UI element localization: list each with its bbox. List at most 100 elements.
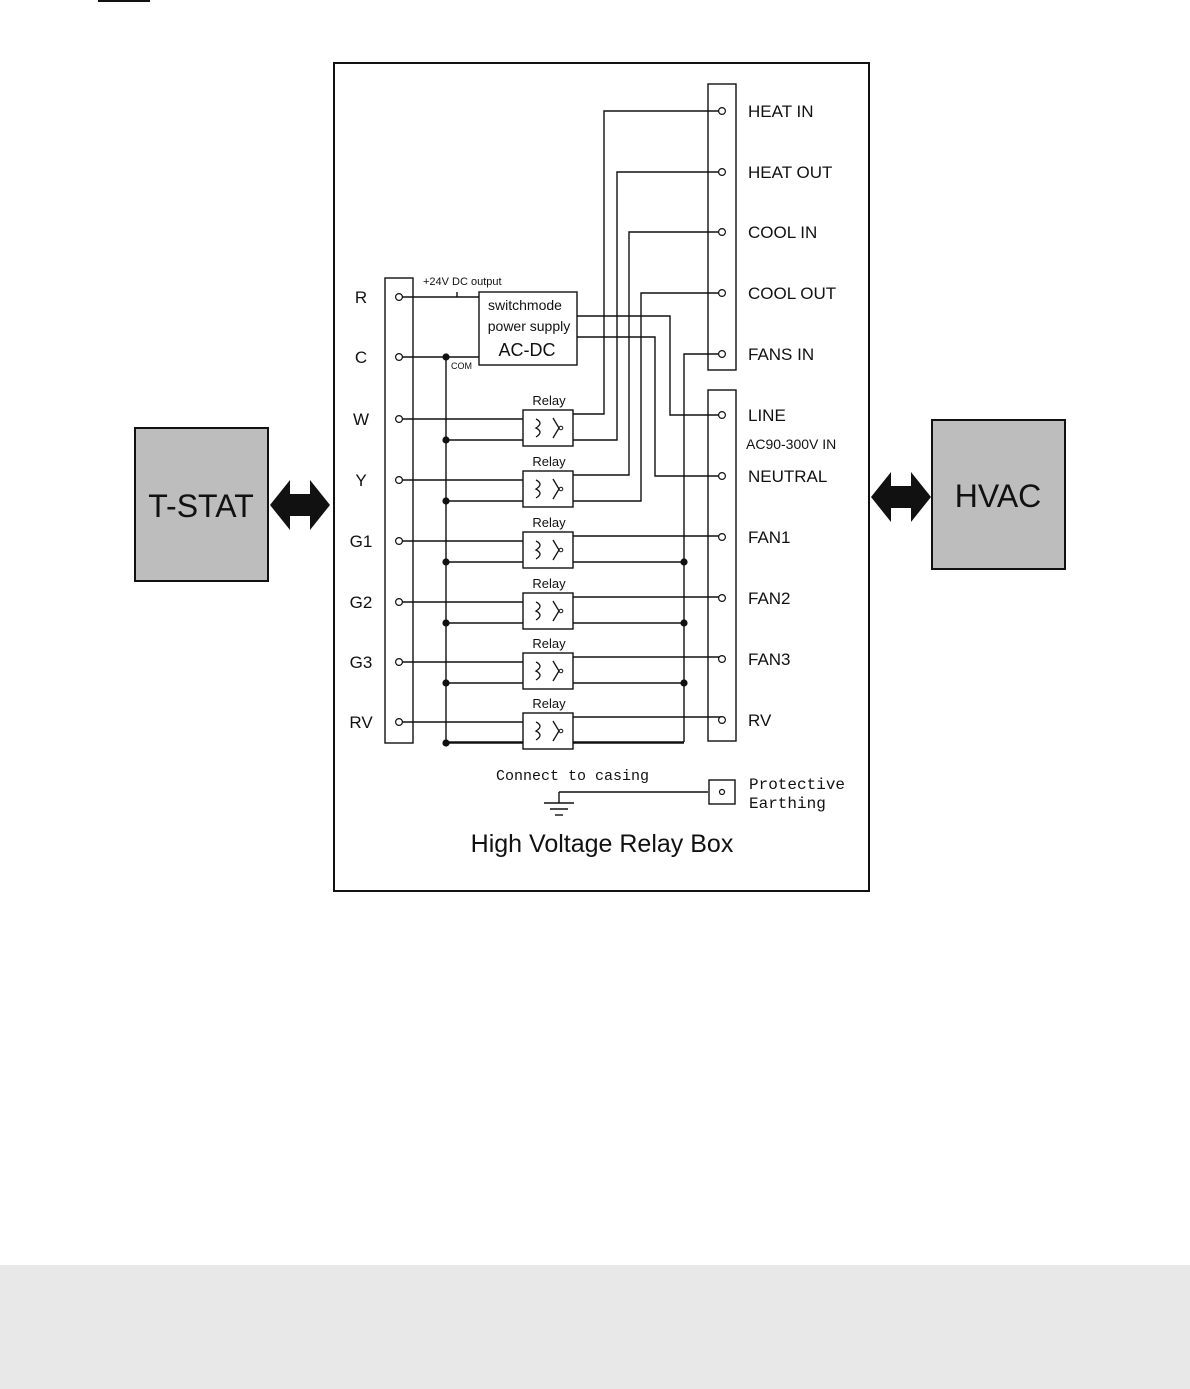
relay-body [523, 713, 573, 749]
power-supply: switchmode power supply AC-DC [479, 292, 577, 365]
heat-in-wire [573, 111, 722, 414]
right-terminal-label-bottom-neutral: NEUTRAL [748, 467, 827, 486]
pe-label-2: Earthing [749, 795, 826, 813]
relay-contact-point [559, 669, 563, 673]
relay-contact-point [559, 548, 563, 552]
relay-5: Relay [523, 636, 573, 689]
footer-band [0, 1265, 1190, 1389]
tstat-device: T-STAT [135, 428, 268, 581]
right-terminal-label-bottom-line: LINE [748, 406, 786, 425]
line-wire [577, 316, 722, 415]
left-terminal-label-w: W [353, 410, 369, 429]
relay-4: Relay [523, 576, 573, 629]
tstat-link-arrow [270, 480, 330, 530]
junction-dot [442, 558, 449, 565]
left-terminal-rv [396, 719, 403, 726]
right-terminal-fans-in [719, 351, 726, 358]
left-terminal-c [396, 354, 403, 361]
right-terminal-heat-out [719, 169, 726, 176]
right-terminal-cool-out [719, 290, 726, 297]
junction-dot [442, 739, 449, 746]
relay-2: Relay [523, 454, 573, 507]
left-terminal-label-y: Y [355, 471, 366, 490]
left-terminal-g3 [396, 659, 403, 666]
relay-contact-point [559, 729, 563, 733]
left-terminal-label-g3: G3 [350, 653, 373, 672]
heat-out-wire [573, 172, 722, 440]
relay-body [523, 471, 573, 507]
relay-label: Relay [532, 696, 566, 711]
left-terminal-label-r: R [355, 288, 367, 307]
right-terminal-heat-in [719, 108, 726, 115]
relay-label: Relay [532, 454, 566, 469]
junction-dot [442, 436, 449, 443]
relay-contact-point [559, 487, 563, 491]
relay-6: Relay [523, 696, 573, 749]
relay-body [523, 653, 573, 689]
left-terminal-label-rv: RV [349, 713, 373, 732]
right-terminal-label-top-cool-out: COOL OUT [748, 284, 836, 303]
fans-in-bus [684, 354, 722, 742]
neutral-wire [577, 337, 722, 476]
junction-dot [442, 679, 449, 686]
com-label: COM [451, 361, 472, 371]
earthing: Connect to casing Protective Earthing [496, 768, 845, 815]
right-terminal-label-bottom-fan1: FAN1 [748, 528, 791, 547]
right-terminal-label-bottom-rv: RV [748, 711, 772, 730]
relay-body [523, 593, 573, 629]
left-terminal-label-g2: G2 [350, 593, 373, 612]
right-terminal-fan1 [719, 534, 726, 541]
right-terminal-label-bottom-fan3: FAN3 [748, 650, 791, 669]
right-terminal-strip-top [708, 84, 736, 370]
relay-contact-point [559, 609, 563, 613]
right-terminal-label-bottom-fan2: FAN2 [748, 589, 791, 608]
casing-label: Connect to casing [496, 768, 649, 785]
junction-dot [442, 353, 449, 360]
relay-body [523, 532, 573, 568]
right-terminal-label-top-heat-in: HEAT IN [748, 102, 814, 121]
left-terminal-g2 [396, 599, 403, 606]
left-terminal-w [396, 416, 403, 423]
relay-contact-point [559, 426, 563, 430]
left-terminal-g1 [396, 538, 403, 545]
right-terminal-neutral [719, 473, 726, 480]
right-terminal-fan3 [719, 656, 726, 663]
junction-dot [442, 619, 449, 626]
right-terminal-strip-bottom [708, 390, 736, 741]
relay-body [523, 410, 573, 446]
left-terminal-strip [385, 278, 413, 743]
left-terminal-label-c: C [355, 348, 367, 367]
junction-dot [680, 679, 687, 686]
right-terminal-cool-in [719, 229, 726, 236]
box-title: High Voltage Relay Box [471, 830, 734, 858]
pe-label-1: Protective [749, 776, 845, 794]
right-terminal-rv [719, 717, 726, 724]
left-terminal-label-g1: G1 [350, 532, 373, 551]
relay-label: Relay [532, 576, 566, 591]
junction-dot [680, 619, 687, 626]
hvac-link-arrow [871, 472, 931, 522]
left-terminal-y [396, 477, 403, 484]
cool-out-wire [573, 293, 722, 501]
hvac-device: HVAC [932, 420, 1065, 569]
relay-1: Relay [523, 393, 573, 446]
hvac-label: HVAC [955, 478, 1042, 514]
power-supply-line2: power supply [488, 318, 571, 334]
relay-3: Relay [523, 515, 573, 568]
dc-output-label: +24V DC output [423, 276, 502, 288]
relay-label: Relay [532, 636, 566, 651]
power-supply-line3: AC-DC [499, 340, 556, 360]
right-terminal-line [719, 412, 726, 419]
power-supply-line1: switchmode [488, 297, 562, 313]
left-terminal-r [396, 294, 403, 301]
tstat-label: T-STAT [148, 488, 253, 524]
junction-dot [442, 497, 449, 504]
relay-label: Relay [532, 393, 566, 408]
junction-dot [680, 558, 687, 565]
right-terminal-label-top-cool-in: COOL IN [748, 223, 817, 242]
right-terminal-label-top-heat-out: HEAT OUT [748, 163, 832, 182]
